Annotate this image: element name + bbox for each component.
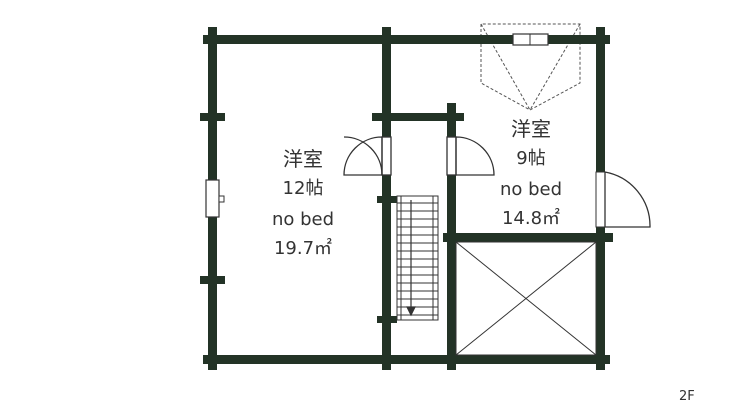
room-2-area: 14.8㎡ <box>502 207 560 229</box>
room-1-name: 洋室 <box>283 147 323 171</box>
open-void <box>455 241 597 356</box>
room-2-name: 洋室 <box>511 117 551 141</box>
door-opening-right <box>595 171 606 228</box>
room-1-size: 12帖 <box>283 178 324 199</box>
stair-treads <box>397 202 438 316</box>
door-left-room <box>343 136 392 176</box>
room-1-bed: no bed <box>272 209 334 230</box>
room-2-size: 9帖 <box>516 148 545 169</box>
staircase <box>396 195 439 321</box>
door-exterior-right <box>604 171 651 228</box>
door-right-room <box>446 136 495 176</box>
wall-fixture-left <box>205 179 225 218</box>
floor-label: 2F <box>679 389 695 404</box>
stair-arrow <box>406 200 416 317</box>
room-1-area: 19.7㎡ <box>274 237 332 259</box>
room-2-bed: no bed <box>500 179 562 200</box>
